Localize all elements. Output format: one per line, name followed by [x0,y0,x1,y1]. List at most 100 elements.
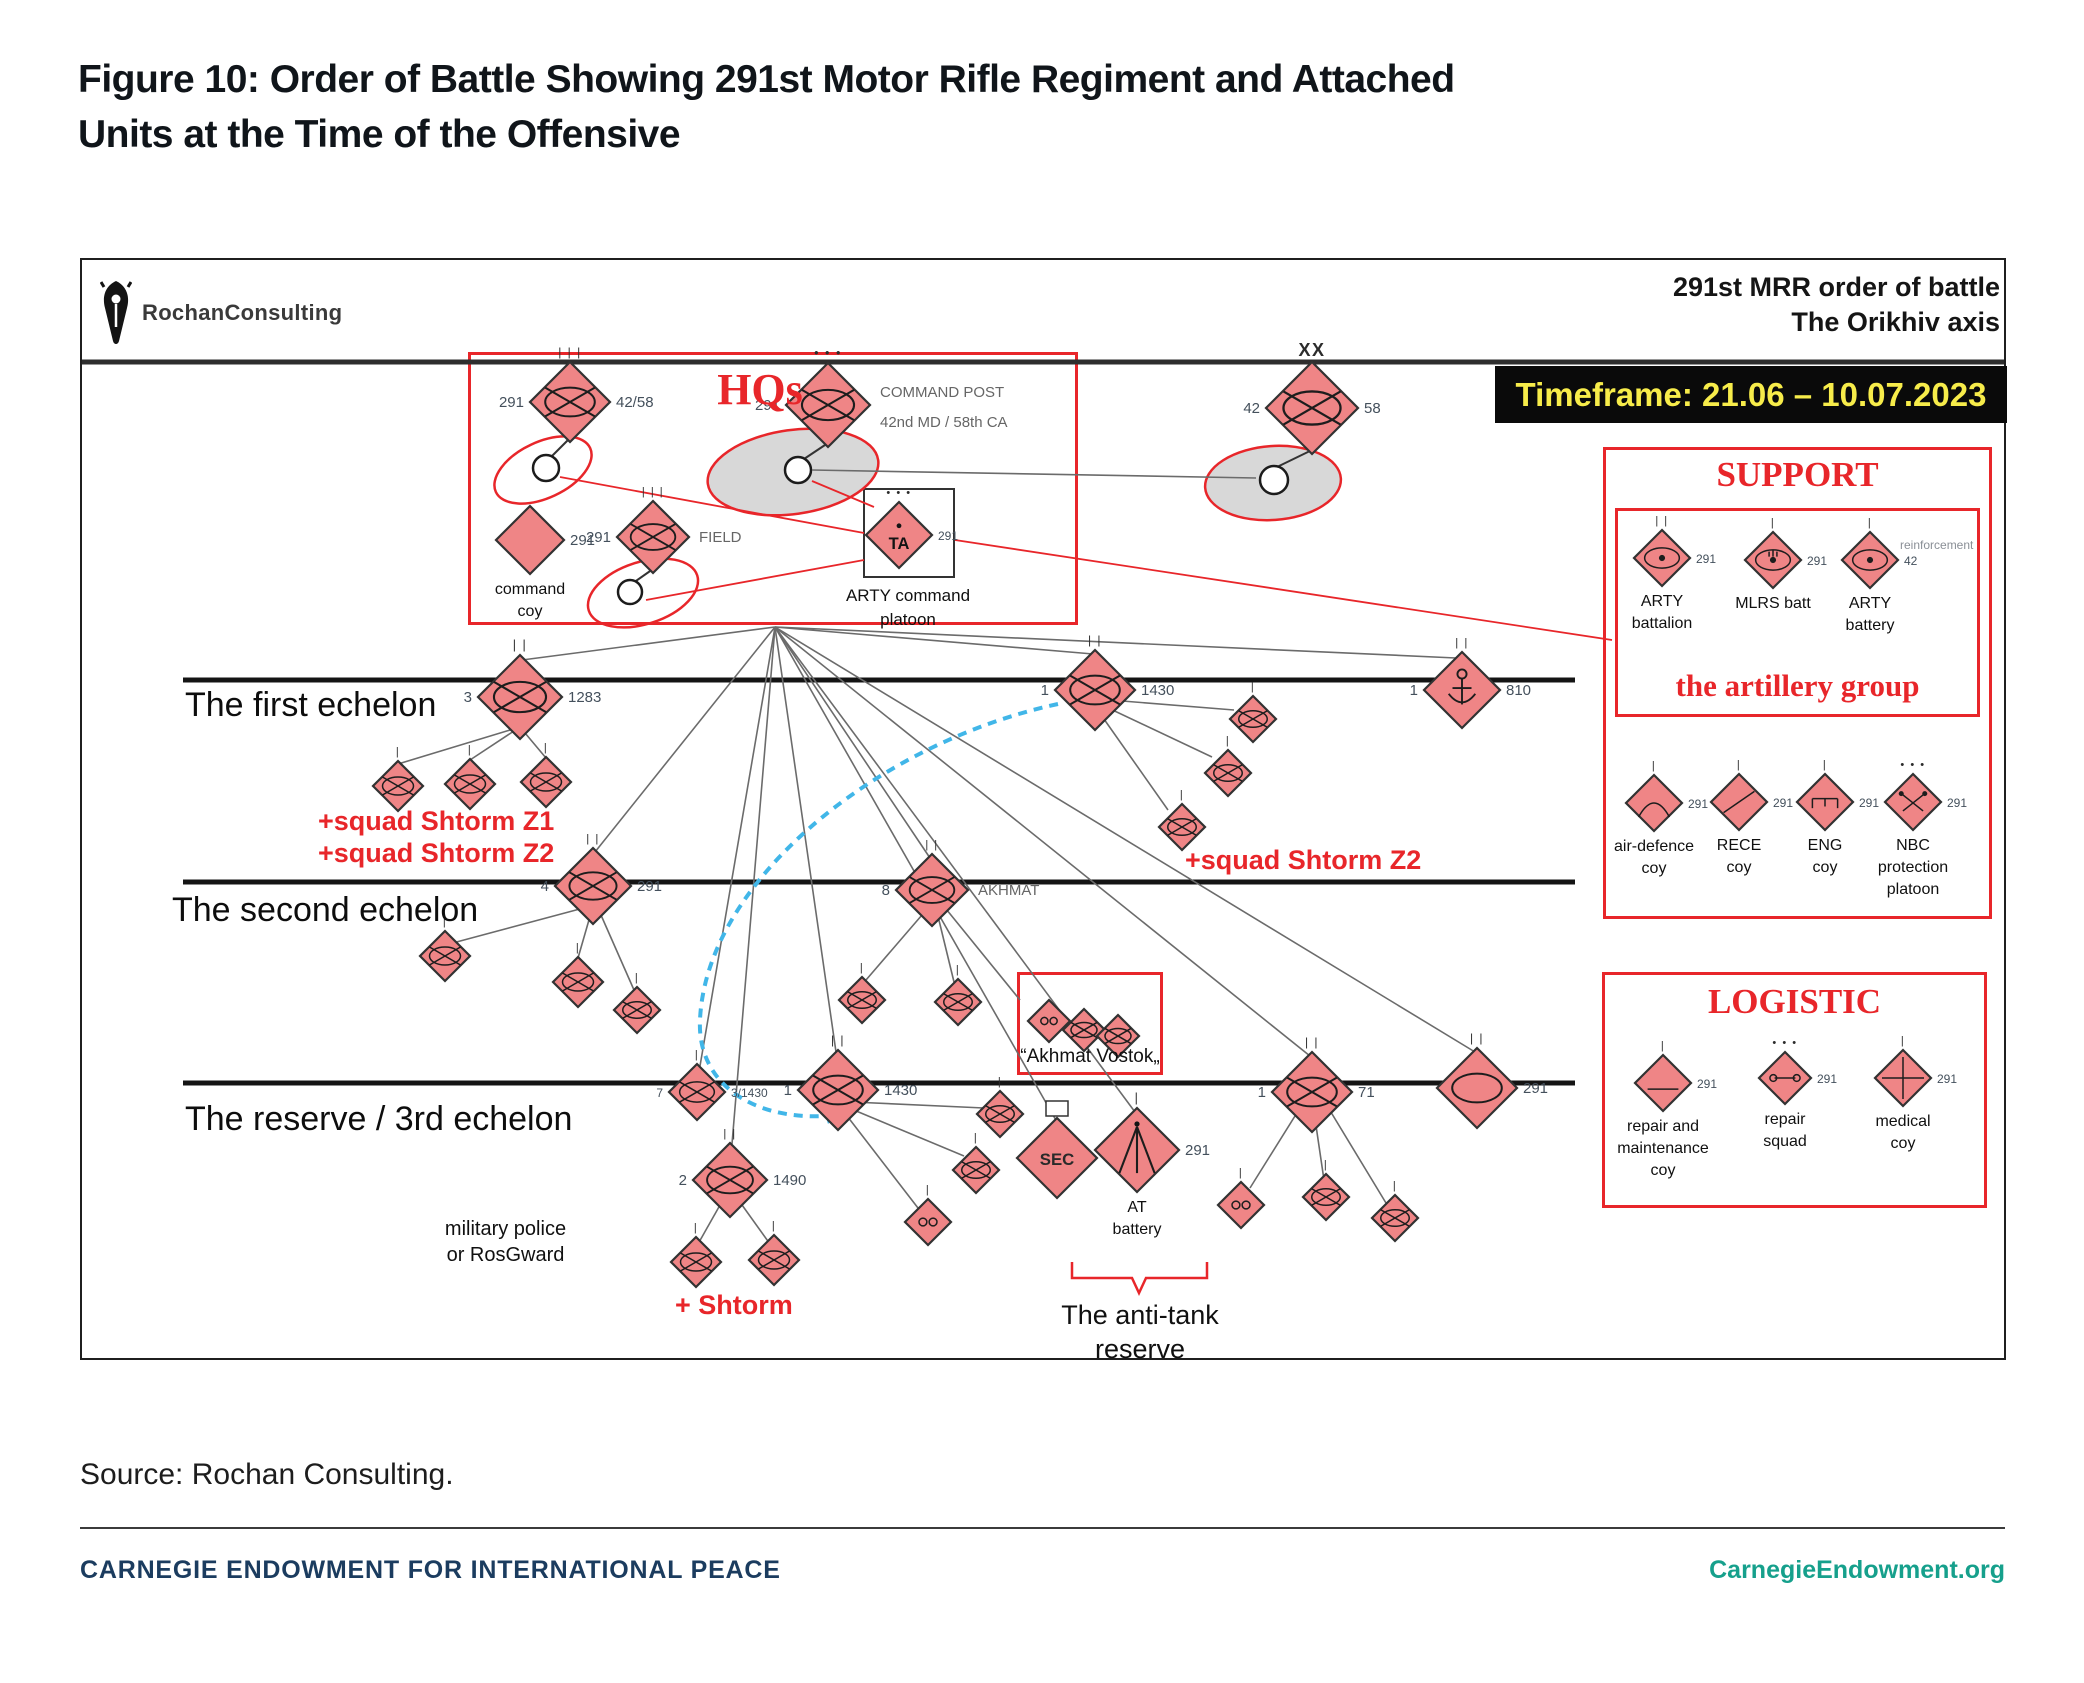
svg-text:COMMAND POST: COMMAND POST [880,384,1004,401]
svg-text:8: 8 [882,882,890,899]
hqs-box [468,352,1078,625]
svg-text:battery: battery [1846,617,1895,634]
svg-text:medical: medical [1875,1113,1930,1130]
svg-text:291: 291 [1817,1072,1837,1086]
hq-location-circle [531,453,561,483]
unit-sec-unit: SEC [1015,1100,1099,1200]
hqs-title: HQs [717,365,803,414]
reserve-echelon-label: The reserve / 3rd echelon [185,1100,573,1138]
svg-text:|: | [1239,1167,1243,1179]
svg-text:1: 1 [1041,682,1049,699]
svg-text:command: command [495,581,565,598]
svg-text:|: | [1652,760,1656,772]
svg-text:battery: battery [1113,1221,1162,1238]
svg-text:|: | [695,1049,699,1061]
rochan-logo-icon [100,281,132,344]
svg-text:AT: AT [1127,1199,1146,1216]
svg-text:XX: XX [1298,340,1325,360]
svg-text:squad: squad [1763,1133,1807,1150]
svg-text:|: | [772,1220,776,1232]
svg-text:42nd MD / 58th CA: 42nd MD / 58th CA [880,414,1008,431]
svg-text:291: 291 [1937,1072,1957,1086]
svg-text:291: 291 [1185,1142,1210,1159]
svg-text:repair: repair [1765,1111,1807,1128]
svg-text:|: | [1868,517,1872,529]
svg-text:3: 3 [464,689,472,706]
svg-text:• • •: • • • [814,346,842,360]
svg-text:| |: | | [925,839,938,851]
svg-text:MLRS batt: MLRS batt [1735,595,1811,612]
svg-text:| |: | | [1455,637,1469,649]
svg-text:42/58: 42/58 [616,394,654,411]
brand-name: RochanConsulting [142,300,343,325]
akhmat-vostok-box [1017,972,1163,1075]
unit-coy-9: | [612,972,662,1035]
svg-text:| |: | | [1470,1031,1484,1045]
svg-text:291: 291 [586,529,611,546]
svg-text:291: 291 [499,394,524,411]
figure-title-line1: Figure 10: Order of Battle Showing 291st… [78,58,1455,101]
unit-coy-1: | [371,746,425,813]
svg-text:| | |: | | | [558,345,582,359]
svg-text:7: 7 [656,1086,663,1100]
arty-command-line1: ARTY command [845,586,971,605]
svg-text:SEC: SEC [1040,1150,1075,1169]
svg-text:|: | [396,746,400,758]
svg-text:3/1430: 3/1430 [731,1086,768,1100]
svg-text:maintenance: maintenance [1617,1140,1709,1157]
carnegie-site-link[interactable]: CarnegieEndowment.org [1709,1556,2005,1584]
svg-text:291: 291 [1697,1077,1717,1091]
svg-text:|: | [694,1222,698,1234]
svg-text:• • •: • • • [1900,759,1925,771]
figure-title: Figure 10: Order of Battle Showing 291st… [78,52,1598,162]
svg-text:| |: | | [831,1033,845,1047]
unit-coy-6: | [1157,789,1207,852]
svg-text:FIELD: FIELD [699,529,742,546]
svg-text:|: | [1901,1035,1905,1047]
unit-akhmat-coy-3 [1095,1013,1141,1059]
military-police-note: military police or RosGward [408,1216,603,1268]
svg-text:4: 4 [541,878,549,895]
svg-text:• • •: • • • [1772,1037,1797,1049]
support-box [1603,447,1992,919]
svg-text:|: | [1737,759,1741,771]
svg-text:291: 291 [755,397,780,414]
support-title: SUPPORT [1716,455,1879,494]
artillery-group-box [1615,508,1980,717]
svg-text:|: | [1180,789,1184,801]
svg-text:reinforcement: reinforcement [1900,538,1974,552]
svg-text:291: 291 [1696,552,1716,566]
unit-coy-5: | [1203,735,1253,798]
svg-text:291: 291 [1688,797,1708,811]
squad-shtorm-z2-note: +squad Shtorm Z2 [318,838,555,868]
order-of-battle-diagram: | | | 291 42/58 • • • 291 COMMAND POST 42nd MD… [82,340,2004,1296]
source-note: Source: Rochan Consulting. [80,1458,454,1491]
unit-hq-regiment: | | | 291 42/58 [499,345,654,444]
footer-divider [80,1527,2005,1529]
svg-text:| |: | | [1655,515,1668,527]
svg-text:TA: TA [889,535,910,553]
unit-coy-3: | [519,742,573,809]
rochan-brand: RochanConsulting [100,276,420,350]
anti-tank-line1: The anti-tank [1061,1300,1219,1330]
unit-coy-15: | [669,1222,723,1289]
hq-location-circle [1258,464,1290,496]
svg-text:1: 1 [784,1082,792,1099]
unit-coy-2: | [443,744,497,811]
svg-text:|: | [1661,1040,1665,1052]
svg-text:|: | [544,742,548,754]
svg-text:2: 2 [679,1172,687,1189]
